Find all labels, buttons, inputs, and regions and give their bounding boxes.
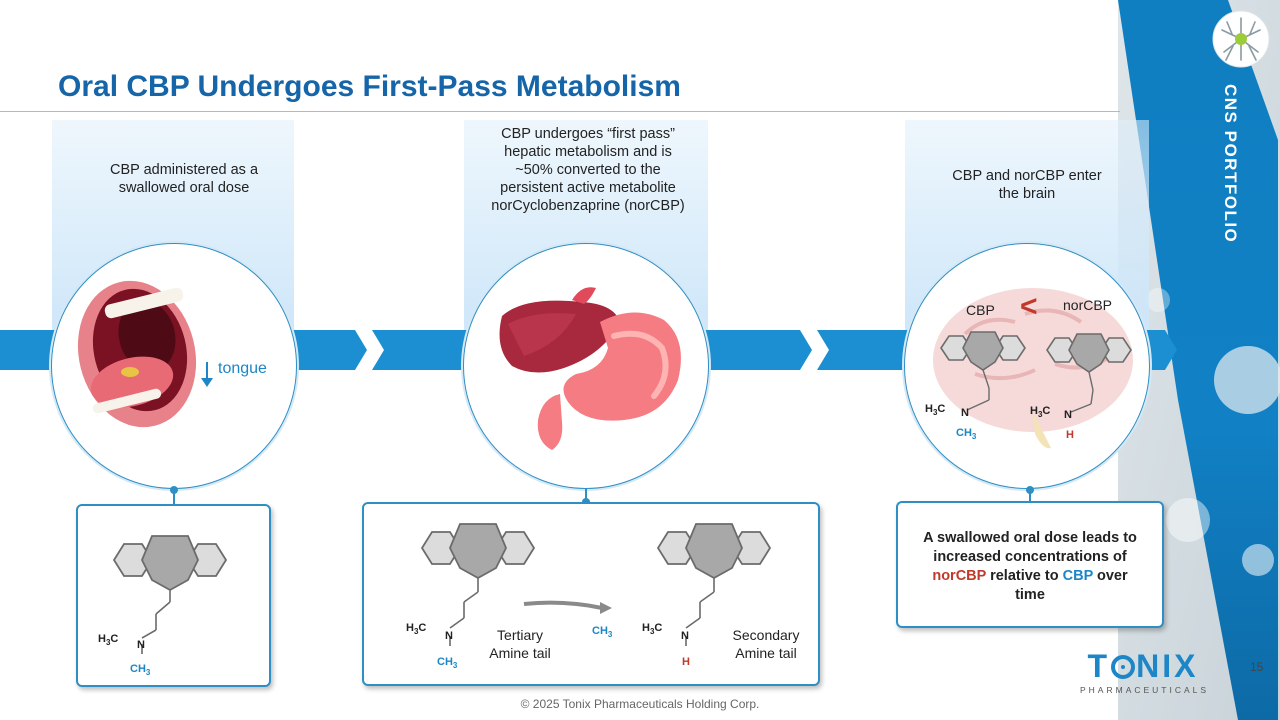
metabolism-structures-box: H3C N CH3 CH3 H3C N H Tertiary Amine tai… [362, 502, 820, 686]
brain-cbp-label: CBP [966, 302, 995, 318]
step-2-text: CBP undergoes “first pass” hepatic metab… [468, 125, 708, 215]
tonix-o-icon [1111, 655, 1136, 679]
tertiary-line: Tertiary [497, 627, 543, 643]
tertiary-methyl-bottom: CH3 [437, 656, 458, 670]
tertiary-methyl-left: H3C [406, 622, 426, 636]
footer-copyright: © 2025 Tonix Pharmaceuticals Holding Cor… [520, 697, 760, 711]
cbp-left-methyl: H3C [925, 403, 945, 417]
connector-3 [1029, 489, 1031, 503]
title-divider [0, 111, 1120, 112]
secondary-amine-label: Secondary Amine tail [724, 626, 808, 662]
page-number: 15 [1250, 660, 1264, 674]
cbp-nitrogen-box: N [137, 639, 145, 651]
tertiary-amine-label: Tertiary Amine tail [480, 626, 560, 662]
tonix-letters-nix: NIX [1136, 648, 1199, 684]
transfer-methyl: CH3 [592, 625, 613, 639]
conclusion-line: norCBP relative to CBP over [898, 567, 1162, 586]
tertiary-nitrogen: N [445, 630, 453, 642]
conclusion-cbp: CBP [1062, 568, 1093, 584]
cbp-methyl-bottom: CH3 [130, 663, 151, 677]
conclusion-norcbp: norCBP [932, 568, 987, 584]
connector-1 [173, 489, 175, 504]
brain-illustration-circle: H3C N CH3 H3C N H [904, 243, 1150, 489]
cbp-molecule-icon: H3C N CH3 [98, 535, 228, 677]
step-3-line: CBP and norCBP enter [952, 168, 1102, 184]
secondary-hydrogen: H [682, 656, 690, 668]
step-1-text: CBP administered as a swallowed oral dos… [64, 161, 304, 197]
cbp-structure-box: H3C N CH3 [76, 504, 271, 687]
conclusion-line: increased concentrations of [933, 549, 1127, 565]
step-2-line: persistent active metabolite [500, 180, 676, 196]
tongue-label: tongue [218, 360, 267, 377]
step-2-line: ~50% converted to the [515, 162, 661, 178]
tonix-letter-t: T [1087, 648, 1111, 684]
connector-2 [585, 489, 587, 503]
secondary-line: Amine tail [735, 645, 797, 661]
conclusion-line: A swallowed oral dose leads to [923, 530, 1137, 546]
step-1-line: CBP administered as a [109, 162, 259, 178]
step-2-line: CBP undergoes “first pass” [501, 126, 675, 142]
side-label: CNS PORTFOLIO [1221, 84, 1251, 264]
connector-dot-1 [170, 486, 178, 494]
tonix-wordmark: T NIX [1080, 648, 1206, 684]
cbp-ch3: CH3 [956, 427, 977, 441]
cbp-nitrogen: N [961, 407, 969, 419]
norcbp-hydrogen: H [1066, 429, 1074, 441]
brain-icon: H3C N CH3 H3C N H [925, 288, 1133, 449]
step-3-line: the brain [998, 186, 1056, 202]
cbp-methyl-left: H3C [98, 633, 118, 647]
norcbp-left-methyl: H3C [1030, 405, 1050, 419]
page-title: Oral CBP Undergoes First-Pass Metabolism [58, 70, 681, 103]
conclusion-line: time [1015, 587, 1045, 603]
conclusion-box: A swallowed oral dose leads to increased… [896, 501, 1164, 628]
step-3-text: CBP and norCBP enter the brain [907, 167, 1147, 203]
norcbp-nitrogen: N [1064, 409, 1072, 421]
tertiary-line: Amine tail [489, 645, 551, 661]
conclusion-over: over [1092, 568, 1128, 584]
secondary-methyl-left: H3C [642, 622, 662, 636]
step-2-line: norCyclobenzaprine (norCBP) [491, 198, 685, 214]
mouth-illustration-circle [51, 243, 297, 489]
less-than-symbol: < [1020, 290, 1038, 323]
liver-stomach-icon [499, 287, 681, 450]
mouth-icon [77, 280, 197, 428]
brain-norcbp-label: norCBP [1063, 297, 1113, 313]
tonix-subtitle: PHARMACEUTICALS [1080, 685, 1210, 695]
liver-illustration-circle [463, 243, 709, 489]
step-2-line: hepatic metabolism and is [504, 144, 672, 160]
secondary-nitrogen: N [681, 630, 689, 642]
secondary-line: Secondary [732, 627, 800, 643]
step-1-line: swallowed oral dose [118, 180, 250, 196]
conclusion-relative: relative to [986, 568, 1063, 584]
neuron-logo-icon [1212, 10, 1270, 68]
connector-dot-3 [1026, 486, 1034, 494]
side-label-text: CNS PORTFOLIO [1221, 84, 1240, 244]
demethylation-icon: H3C N CH3 CH3 H3C N H [406, 523, 772, 670]
down-arrow-icon [201, 362, 213, 387]
